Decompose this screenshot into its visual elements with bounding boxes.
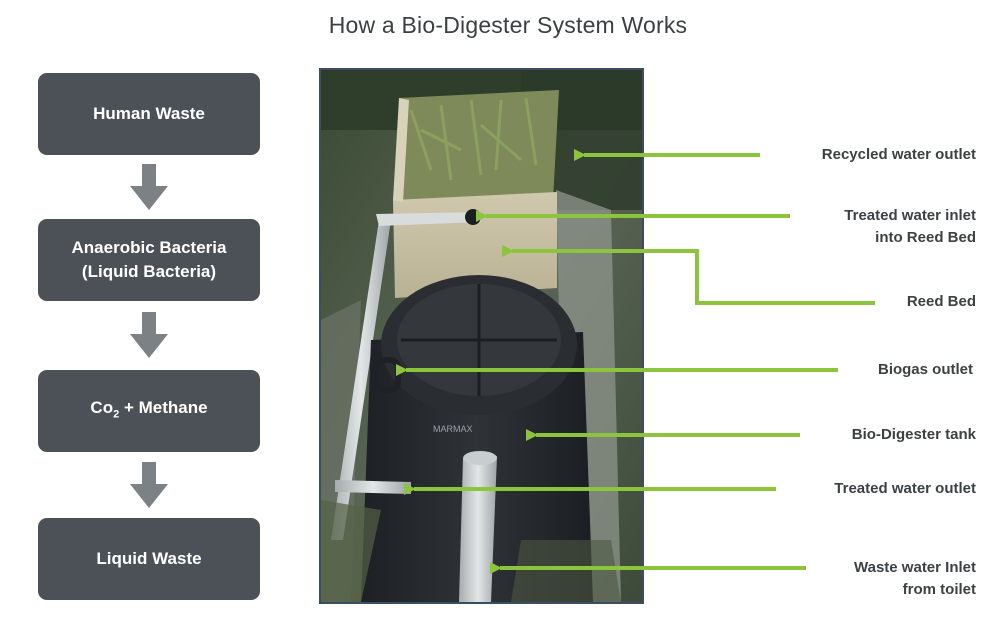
- callout-label: Treated water inlet: [844, 207, 976, 224]
- callout-label: Waste water Inlet: [854, 559, 976, 576]
- page-title: How a Bio-Digester System Works: [328, 12, 688, 38]
- flow-step-anaerobic-bacteria: Anaerobic Bacteria (Liquid Bacteria): [38, 219, 260, 301]
- callout-reed-bed: Reed Bed: [907, 291, 976, 313]
- callout-treated-water-outlet: Treated water outlet: [834, 478, 976, 500]
- callout-label: Recycled water outlet: [821, 146, 976, 163]
- flow-step-liquid-waste: Liquid Waste: [38, 518, 260, 600]
- callout-label: Reed Bed: [906, 293, 976, 310]
- callout-label: Bio-Digester tank: [851, 426, 976, 443]
- callout-label: Biogas outlet: [877, 361, 973, 378]
- callout-treated-water-inlet: Treated water inlet into Reed Bed: [844, 205, 976, 249]
- callout-biogas-outlet: Biogas outlet: [878, 359, 973, 381]
- callout-recycled-water-outlet: Recycled water outlet: [822, 144, 976, 166]
- callout-waste-water-inlet: Waste water Inlet from toilet: [854, 557, 976, 601]
- callout-bio-digester-tank: Bio-Digester tank: [852, 424, 976, 446]
- callout-label: Treated water outlet: [834, 480, 976, 497]
- flow-step-human-waste: Human Waste: [38, 73, 260, 155]
- down-arrow-icon: [129, 312, 169, 358]
- flow-step-label: Anaerobic Bacteria: [71, 238, 227, 257]
- callout-label: from toilet: [902, 581, 976, 598]
- down-arrow-icon: [129, 462, 169, 508]
- bio-digester-photo: MARMAX: [319, 68, 644, 604]
- flow-step-label: Human Waste: [93, 104, 205, 123]
- flow-step-label: (Liquid Bacteria): [81, 262, 217, 281]
- flow-step-label: Co2 + Methane: [90, 397, 208, 421]
- callout-label: into Reed Bed: [875, 229, 976, 246]
- tank-logo: MARMAX: [433, 424, 473, 434]
- flow-step-co2-methane: Co2 + Methane: [38, 370, 260, 452]
- down-arrow-icon: [129, 164, 169, 210]
- flow-step-label: Liquid Waste: [96, 549, 202, 568]
